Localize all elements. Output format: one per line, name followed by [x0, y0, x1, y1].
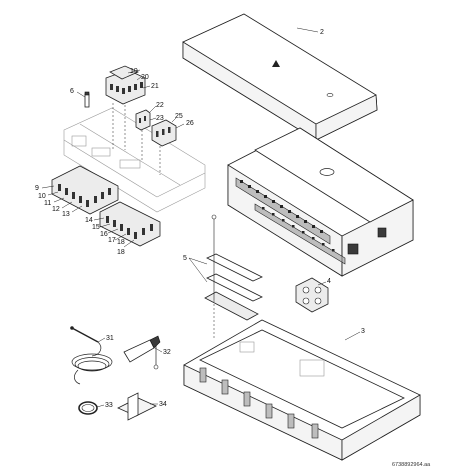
controller-unit	[227, 127, 414, 277]
cable-clamps-part-5	[204, 214, 263, 340]
connector-22-23	[135, 109, 151, 131]
callout-11: 11	[44, 200, 51, 207]
callout-22: 22	[156, 102, 164, 109]
document-id: 6738892964.aa	[392, 462, 431, 468]
connector-strip-9-13	[51, 165, 119, 215]
cable-tie-part-33	[78, 401, 98, 415]
base-tray-part-3	[183, 319, 421, 461]
callout-33: 33	[105, 402, 113, 409]
callout-12: 12	[52, 206, 60, 213]
callout-4: 4	[327, 278, 331, 285]
fuse-part-6	[84, 91, 90, 108]
callout-26: 26	[186, 120, 194, 127]
callout-23: 23	[156, 115, 164, 122]
callout-19: 19	[130, 68, 138, 75]
callout-20: 20	[141, 74, 149, 81]
cover-part-2	[182, 13, 378, 141]
callout-17: 17	[108, 237, 116, 244]
callout-34: 34	[159, 401, 167, 408]
callout-3: 3	[361, 328, 365, 335]
callout-5: 5	[183, 255, 187, 262]
warning-triangle-icon	[272, 60, 280, 67]
paste-tube-part-32	[123, 335, 161, 370]
callout-2: 2	[320, 29, 324, 36]
connector-25-26	[151, 119, 177, 147]
callout-10: 10	[38, 193, 46, 200]
callout-31: 31	[106, 335, 114, 342]
callout-9: 9	[35, 185, 39, 192]
callout-25: 25	[175, 113, 183, 120]
ghost-base-outline	[63, 107, 206, 213]
callout-6: 6	[70, 88, 74, 95]
sensor-cable-part-31	[70, 326, 113, 385]
terminal-strip	[235, 177, 346, 265]
callout-15: 15	[92, 224, 100, 231]
callout-32: 32	[163, 349, 171, 356]
callout-18b: 18	[117, 249, 125, 256]
connector-strip-14-18	[99, 201, 161, 247]
callout-16: 16	[100, 231, 108, 238]
grommet-part-4	[295, 277, 329, 313]
callout-14: 14	[85, 217, 93, 224]
connector-block-19-21	[105, 65, 146, 105]
callout-18a: 18	[117, 239, 125, 246]
bracket-part-34	[117, 392, 157, 421]
callout-21: 21	[151, 83, 159, 90]
callout-13: 13	[62, 211, 70, 218]
